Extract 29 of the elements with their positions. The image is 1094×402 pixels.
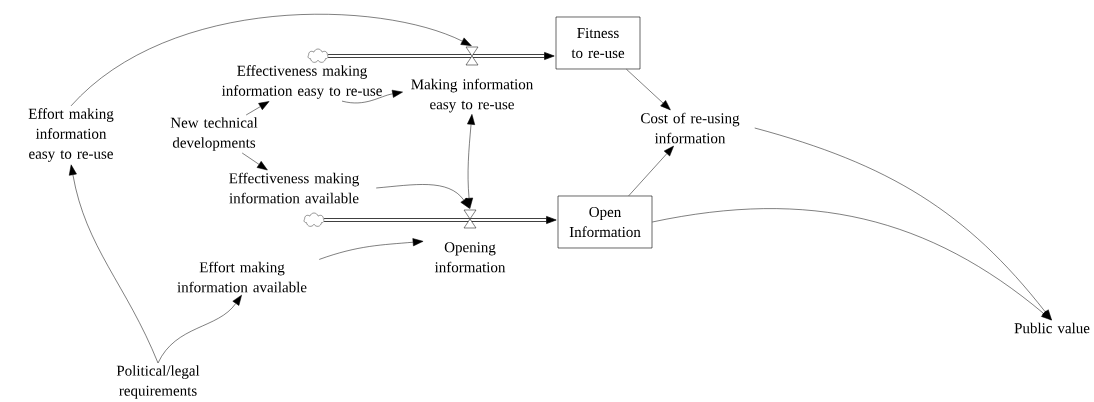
arrow <box>465 114 475 209</box>
arrow <box>70 14 472 107</box>
arrow <box>626 69 671 111</box>
arrow <box>68 164 159 364</box>
flow-pipe <box>324 216 557 224</box>
cloud-symbol <box>307 48 329 63</box>
arrow <box>375 184 470 209</box>
arrow <box>241 152 268 171</box>
arrow <box>628 145 674 196</box>
variable-label: Political/legal requirements <box>116 365 200 399</box>
variable-label: Public value <box>1014 322 1090 334</box>
variable-label: Effectiveness making information available <box>229 172 359 204</box>
stock-box: Fitness to re-use <box>555 16 641 70</box>
flow-label: Opening information <box>434 242 506 273</box>
flow-label: Making information easy to re-use <box>411 78 534 113</box>
variable-label: Effort making information available <box>177 261 307 293</box>
variable-label: Effort making information easy to re-use <box>28 108 114 162</box>
arrow <box>754 127 1052 321</box>
arrow <box>245 101 270 116</box>
variable-label: Cost of re-using information <box>641 112 740 144</box>
variable-label: Effectiveness making information easy to re-use <box>221 65 382 99</box>
arrow <box>341 89 403 104</box>
flow-pipe <box>328 52 555 60</box>
stock-box: Open Information <box>557 195 653 249</box>
arrow <box>652 208 1052 321</box>
cloud-symbol <box>303 212 325 227</box>
variable-label: New technical developments <box>170 117 258 151</box>
arrow <box>157 294 242 364</box>
arrow <box>318 238 424 260</box>
